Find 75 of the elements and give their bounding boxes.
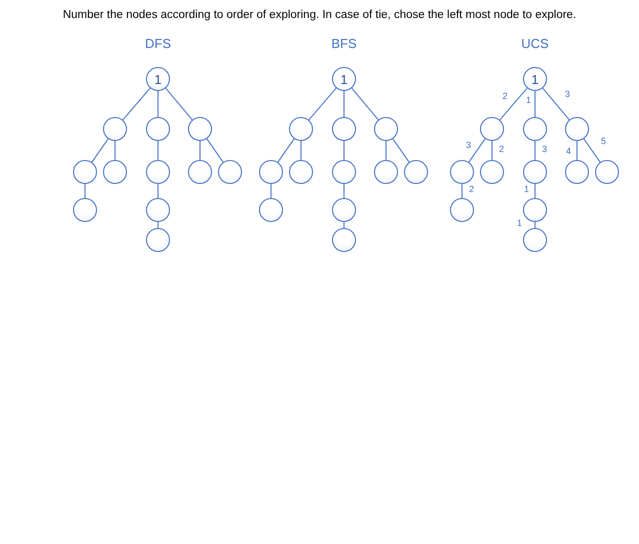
tree-node-circle: [146, 117, 170, 141]
tree-node-circle: [332, 228, 356, 252]
node-number: 1: [154, 72, 162, 86]
tree-node-circle: [103, 117, 127, 141]
tree-node-circle: [332, 198, 356, 222]
tree-edge: [542, 88, 570, 120]
edge-cost-label: 2: [498, 144, 506, 154]
tree-node-circle: [480, 160, 504, 184]
tree-node-circle: [259, 160, 283, 184]
edge-cost-label: 3: [465, 140, 472, 150]
tree-node-circle: [595, 160, 619, 184]
edge-cost-label: 3: [541, 144, 548, 154]
node-number: 1: [531, 72, 539, 86]
tree-node-circle: [450, 160, 474, 184]
tree-node-circle: [523, 228, 547, 252]
tree-node-circle: [332, 160, 356, 184]
tree-node-circle: [450, 198, 474, 222]
tree-node-circle: [523, 160, 547, 184]
tree-edge: [499, 88, 528, 120]
tree-node-circle: [523, 67, 547, 91]
tree-edge: [206, 138, 224, 163]
node-number: 1: [340, 72, 348, 86]
tree-edge: [392, 138, 410, 163]
tree-edge: [534, 184, 536, 198]
tree-edge: [576, 140, 578, 160]
edge-cost-label: 3: [564, 89, 572, 99]
tree-node-circle: [374, 160, 398, 184]
tree-node-circle: [146, 160, 170, 184]
tree-node-circle: [374, 117, 398, 141]
tree-edge: [122, 88, 151, 120]
tree-node-circle: [289, 160, 313, 184]
tree-node-circle: [146, 67, 170, 91]
tree-node-circle: [103, 160, 127, 184]
tree-edge: [351, 88, 379, 120]
edge-cost-label: 1: [516, 218, 524, 228]
tree-edge: [534, 222, 536, 228]
edge-cost-label: 2: [468, 184, 476, 194]
tree-edge: [534, 90, 536, 118]
edge-cost-label: 2: [502, 91, 509, 101]
tree-node-circle: [73, 198, 97, 222]
tree-edge: [114, 140, 116, 160]
tree-edge: [583, 138, 601, 163]
tree-edge: [84, 184, 86, 198]
instruction-text: Number the nodes according to order of exploring. In case of tie, chose the left most node to explore.: [62, 9, 578, 21]
tree-edge: [308, 88, 337, 120]
tree-node-circle: [565, 117, 589, 141]
edge-cost-label: 4: [565, 146, 572, 156]
tree-edge: [277, 138, 295, 163]
tree-edge: [165, 88, 193, 120]
tree-heading: UCS: [520, 36, 550, 51]
tree-edge: [534, 140, 536, 160]
tree-node-circle: [523, 198, 547, 222]
tree-node-circle: [188, 117, 212, 141]
tree-node-circle: [332, 67, 356, 91]
tree-edge: [300, 140, 302, 160]
tree-node-circle: [523, 117, 547, 141]
tree-node-circle: [289, 117, 313, 141]
tree-heading: DFS: [144, 36, 172, 51]
tree-node-circle: [146, 228, 170, 252]
tree-node-circle: [146, 198, 170, 222]
tree-node-circle: [188, 160, 212, 184]
edge-cost-label: 1: [523, 184, 530, 194]
tree-node-circle: [480, 117, 504, 141]
tree-edge: [270, 184, 272, 198]
tree-node-circle: [404, 160, 428, 184]
tree-node-circle: [73, 160, 97, 184]
tree-heading: BFS: [330, 36, 358, 51]
tree-edge: [468, 138, 486, 163]
tree-node-circle: [218, 160, 242, 184]
tree-node-circle: [565, 160, 589, 184]
tree-node-circle: [259, 198, 283, 222]
edge-cost-label: 1: [525, 95, 532, 105]
tree-node-circle: [332, 117, 356, 141]
edge-cost-label: 5: [600, 136, 608, 146]
tree-edge: [91, 138, 109, 163]
